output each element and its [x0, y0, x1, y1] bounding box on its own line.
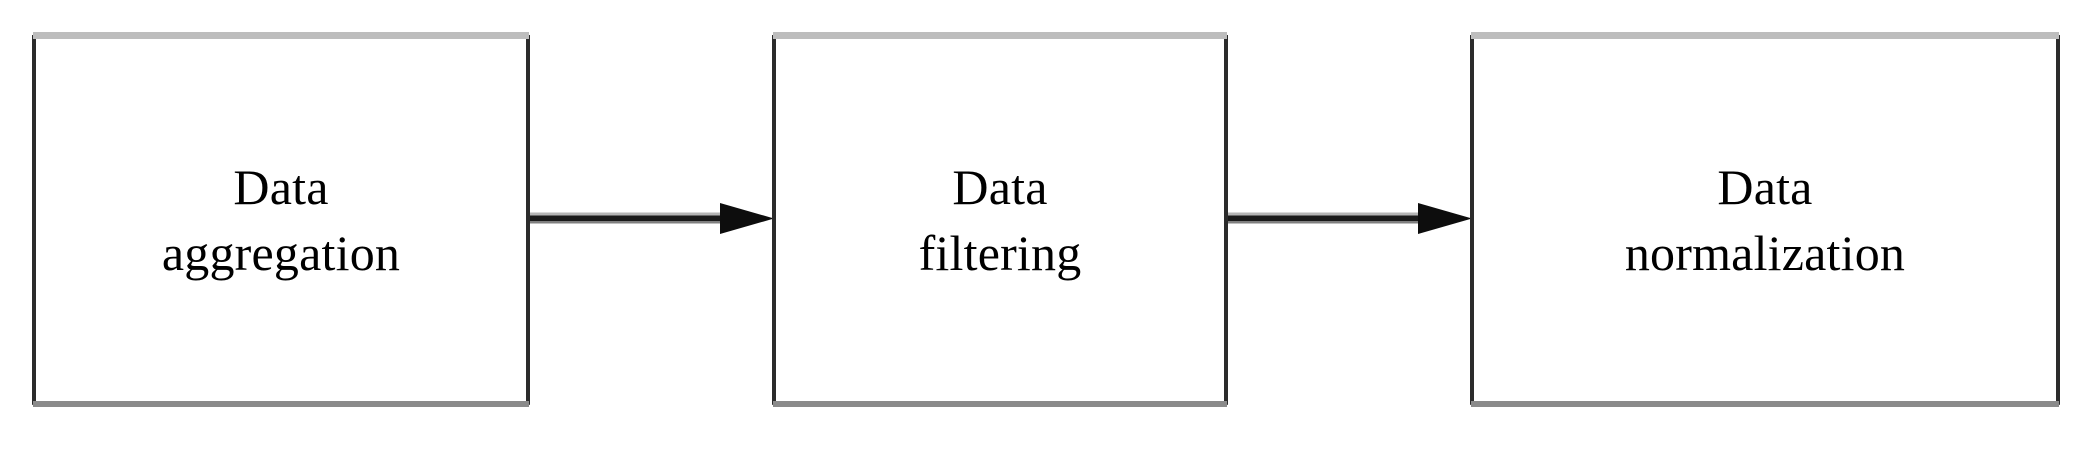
process-box-data-aggregation: Data aggregation [32, 32, 530, 407]
process-box-label: Data filtering [918, 159, 1082, 281]
process-box-data-filtering: Data filtering [772, 32, 1228, 407]
process-box-data-normalization: Data normalization [1470, 32, 2060, 407]
connector-step2-to-step3 [1228, 198, 1472, 238]
connector-step1-to-step2 [530, 198, 774, 238]
process-box-label: Data aggregation [161, 159, 401, 281]
arrow-right-icon [530, 203, 774, 234]
arrow-right-icon [1228, 203, 1472, 234]
process-box-label: Data normalization [1624, 159, 1906, 281]
